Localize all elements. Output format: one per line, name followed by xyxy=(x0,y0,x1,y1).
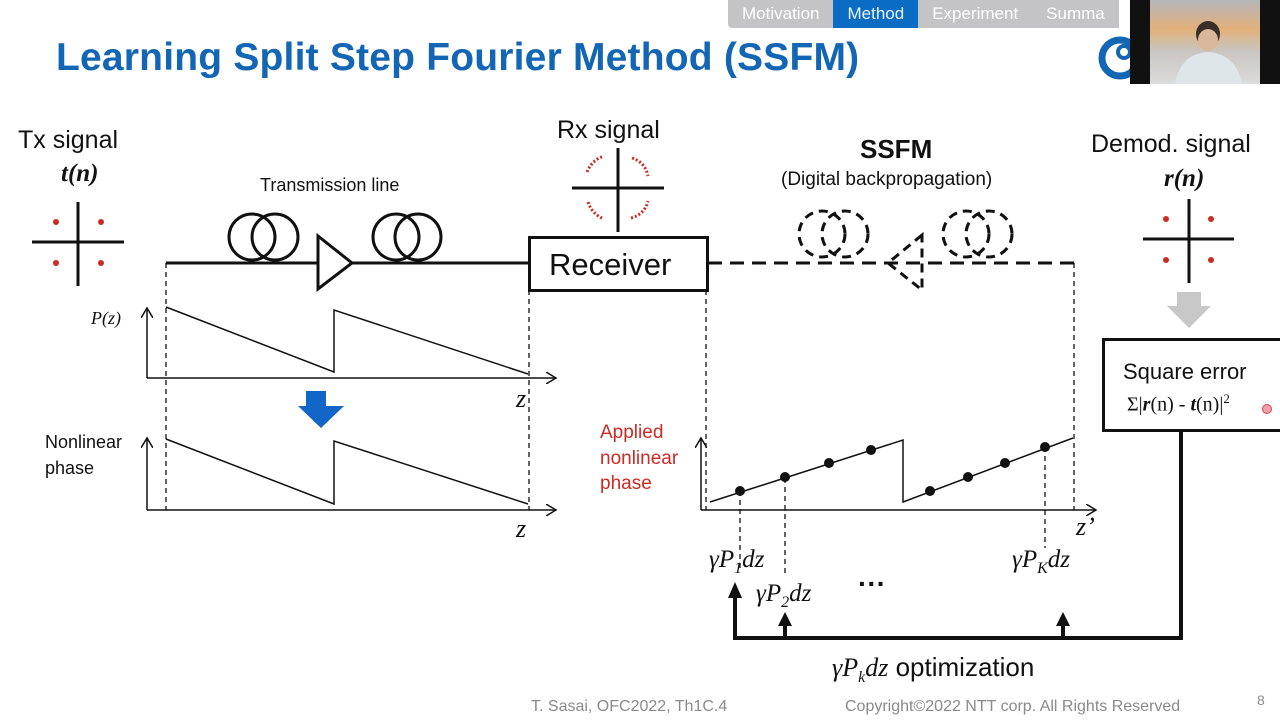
tx-label: Tx signal xyxy=(18,126,119,154)
guide-lines xyxy=(165,263,1075,575)
opt-sub: k xyxy=(858,669,866,687)
formula-r: r xyxy=(1142,393,1151,416)
demod-label: Demod. signal xyxy=(1091,130,1251,158)
transmission-line-label: Transmission line xyxy=(260,175,400,195)
tx-constellation xyxy=(32,202,124,286)
nl-xlabel: z xyxy=(516,514,527,543)
slide-title: Learning Split Step Fourier Method (SSFM… xyxy=(56,36,860,79)
tx-symbol-text: t(n) xyxy=(61,160,99,187)
opt-pre: γP xyxy=(832,653,859,682)
opt-text: optimization xyxy=(888,652,1035,682)
cursor-pointer-icon xyxy=(1262,404,1272,414)
square-error-label: Square error xyxy=(1123,359,1247,384)
demod-symbol-text: r(n) xyxy=(1164,165,1205,192)
presenter-webcam xyxy=(1130,0,1280,84)
formula-sigma: Σ| xyxy=(1127,393,1143,416)
rx-label: Rx signal xyxy=(557,116,660,144)
p2-sub: 2 xyxy=(781,594,790,611)
power-xlabel: z xyxy=(516,384,527,413)
tab-motivation[interactable]: Motivation xyxy=(742,4,820,23)
ssfm-sublabel: (Digital backpropagation) xyxy=(781,169,993,190)
opt-post: dz xyxy=(865,653,889,682)
nl-ylabel-2: phase xyxy=(45,458,95,478)
formula-t: t xyxy=(1190,393,1196,416)
square-error-box: Square error Σ|r(n) - t(n)|2 xyxy=(1102,338,1280,432)
formula-n2: (n)| xyxy=(1196,393,1224,416)
optimization-label: γPkdz optimization xyxy=(832,652,1034,687)
feedback-loop xyxy=(728,430,1183,640)
nl-ylabel-1: Nonlinear xyxy=(45,432,123,452)
blue-down-arrow-icon xyxy=(298,391,344,428)
power-plot xyxy=(147,306,556,378)
formula-sup: 2 xyxy=(1223,391,1230,406)
tab-experiment[interactable]: Experiment xyxy=(932,4,1019,23)
p1-post: dz xyxy=(742,546,765,573)
pk-pre: γP xyxy=(1012,546,1038,573)
formula-n1: (n) - xyxy=(1150,393,1191,416)
tx-symbol: t(n) xyxy=(61,160,99,188)
applied-ylabel-3: phase xyxy=(600,473,652,494)
applied-phase-plot xyxy=(701,438,1096,510)
ssfm-label: SSFM xyxy=(860,134,933,164)
presenter-icon xyxy=(1175,21,1242,84)
rx-constellation xyxy=(572,148,664,232)
nonlinear-phase-plot xyxy=(147,438,556,510)
tab-summary[interactable]: Summa xyxy=(1046,4,1105,23)
demod-symbol: r(n) xyxy=(1164,165,1204,193)
pk-post: dz xyxy=(1047,546,1071,573)
applied-ylabel-1: Applied xyxy=(600,422,664,443)
p2-post: dz xyxy=(789,580,812,607)
page-number: 8 xyxy=(1257,692,1265,708)
section-nav: Motivation Method Experiment Summa xyxy=(728,0,1119,28)
demod-constellation xyxy=(1143,199,1234,283)
p2-pre: γP xyxy=(756,580,782,607)
p1-sub: 1 xyxy=(734,560,743,577)
power-ylabel: P(z) xyxy=(91,308,121,328)
gray-down-arrow-icon xyxy=(1167,292,1211,328)
square-error-formula: Σ|r(n) - t(n)|2 xyxy=(1127,391,1230,417)
pk-sub: K xyxy=(1037,560,1048,577)
ellipsis: ··· xyxy=(858,568,886,599)
receiver-box: Receiver xyxy=(528,236,709,292)
footer-copyright: Copyright©2022 NTT corp. All Rights Rese… xyxy=(845,698,1181,715)
tab-method[interactable]: Method xyxy=(833,0,919,28)
ssfm-backpropagation-line xyxy=(708,209,1076,294)
gamma-p2-label: γP2dz xyxy=(756,580,811,612)
applied-xlabel: z’ xyxy=(1076,512,1095,541)
footer-author: T. Sasai, OFC2022, Th1C.4 xyxy=(531,698,728,715)
applied-ylabel-2: nonlinear xyxy=(600,448,679,469)
gamma-p1-label: γP1dz xyxy=(709,546,764,578)
transmission-line xyxy=(166,212,528,293)
p1-pre: γP xyxy=(709,546,735,573)
receiver-label: Receiver xyxy=(549,247,672,282)
gamma-pk-label: γPKdz xyxy=(1012,546,1070,578)
